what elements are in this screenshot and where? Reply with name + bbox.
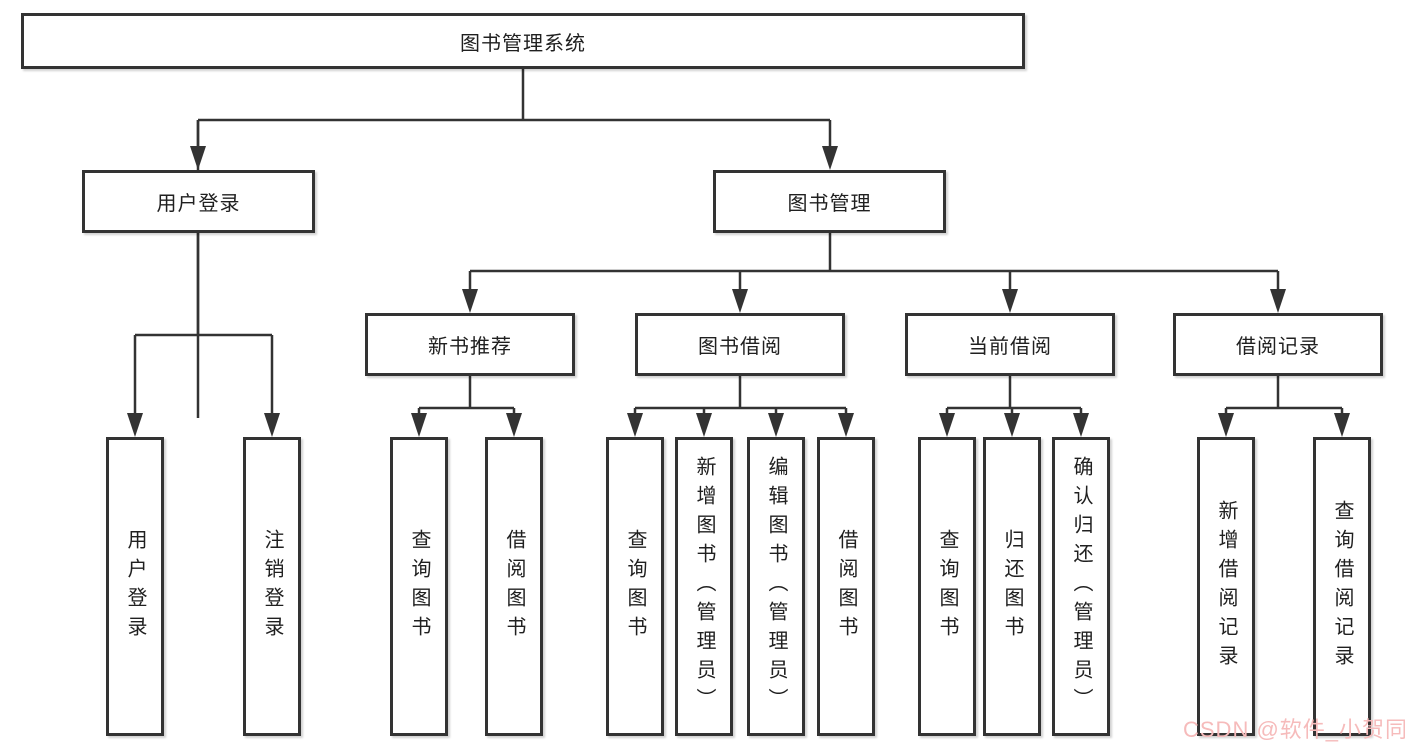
leaf-query-books-borrow: 查询图书 <box>606 437 664 736</box>
node-new-book-recommend: 新书推荐 <box>365 313 575 376</box>
leaf-logout: 注销登录 <box>243 437 301 736</box>
leaf-borrow-books: 借阅图书 <box>817 437 875 736</box>
node-book-management: 图书管理 <box>713 170 946 233</box>
leaf-edit-book-admin: 编辑图书（管理员） <box>747 437 805 736</box>
watermark-text: CSDN @软件_小贺同学 <box>1183 717 1405 742</box>
leaf-confirm-return-admin: 确认归还（管理员） <box>1052 437 1110 736</box>
node-root: 图书管理系统 <box>21 13 1025 69</box>
leaf-query-borrow-record: 查询借阅记录 <box>1313 437 1371 736</box>
wire-new-book <box>417 376 516 418</box>
wire-user-login <box>133 233 274 418</box>
leaf-user-login: 用户登录 <box>106 437 164 736</box>
node-borrow-records: 借阅记录 <box>1173 313 1383 376</box>
node-user-login: 用户登录 <box>82 170 315 233</box>
wire-current-borrow <box>945 376 1083 418</box>
node-current-borrow: 当前借阅 <box>905 313 1115 376</box>
node-book-borrow: 图书借阅 <box>635 313 845 376</box>
wire-book-borrow <box>633 376 848 418</box>
leaf-add-book-admin: 新增图书（管理员） <box>675 437 733 736</box>
leaf-add-borrow-record: 新增借阅记录 <box>1197 437 1255 736</box>
wire-book-management <box>468 233 1280 294</box>
leaf-return-book: 归还图书 <box>983 437 1041 736</box>
leaf-query-books-current: 查询图书 <box>918 437 976 736</box>
wire-borrow-records <box>1224 376 1344 418</box>
leaf-borrow-books-recommend: 借阅图书 <box>485 437 543 736</box>
leaf-query-books-recommend: 查询图书 <box>390 437 448 736</box>
